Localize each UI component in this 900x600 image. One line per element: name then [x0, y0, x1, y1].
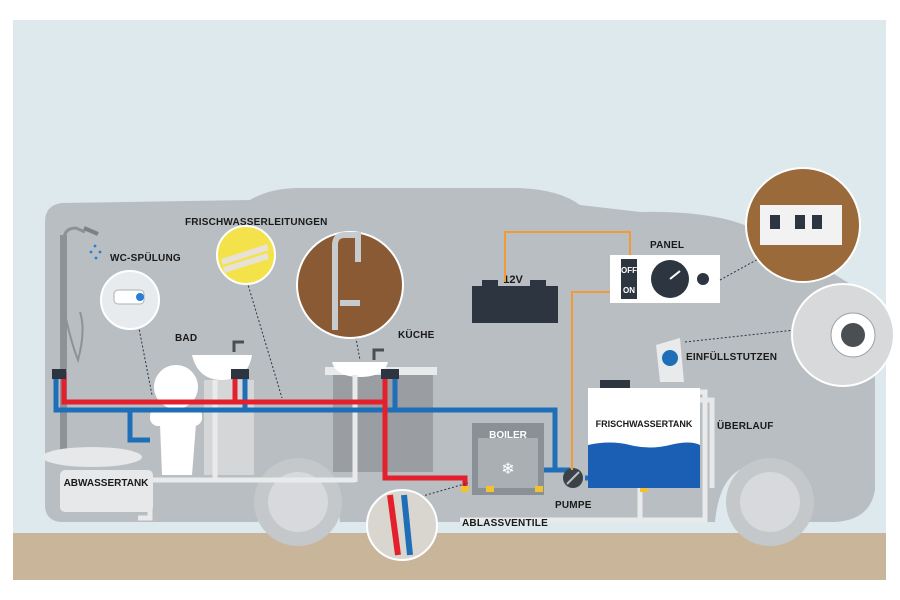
power-cable [504, 231, 631, 470]
tap-fittings [52, 369, 399, 379]
drain-valves [461, 486, 648, 492]
battery-label: 12V [503, 274, 523, 286]
abwassertank: ABWASSERTANK [60, 470, 153, 512]
toilet-icon [150, 365, 202, 475]
drain-valves-photo [366, 489, 438, 561]
waste-water-pipes [70, 375, 708, 523]
shower [42, 226, 142, 467]
control-panel: OFF ON [610, 255, 720, 303]
shower-head-icon [83, 226, 102, 260]
battery-12v: 12V [472, 274, 558, 323]
pumpe-label: PUMPE [555, 500, 592, 511]
boiler-label: BOILER [489, 430, 528, 441]
frischwassertank-label: FRISCHWASSERTANK [596, 419, 693, 429]
pipes-photo [216, 225, 276, 285]
cold-water-pipe [53, 372, 570, 490]
front-wheel [726, 458, 814, 546]
kitchen-sink-icon [332, 348, 388, 377]
kueche-label: KÜCHE [398, 330, 435, 341]
pump-icon [563, 468, 583, 488]
panel-photo [745, 167, 861, 283]
panel-label: PANEL [650, 240, 685, 251]
wc-spuelung-label: WC-SPÜLUNG [110, 253, 181, 264]
einfuellstutzen-label: EINFÜLLSTUTZEN [686, 352, 778, 363]
bad-label: BAD [175, 333, 198, 344]
overflow-pipe [700, 397, 715, 488]
abwassertank-label: ABWASSERTANK [64, 478, 150, 489]
frischwassertank: FRISCHWASSERTANK [588, 380, 700, 488]
ablassventile-label: ABLASSVENTILE [462, 518, 548, 529]
frost-icon: ❄ [501, 461, 514, 478]
boiler: BOILER ❄ [472, 423, 544, 495]
rear-wheel [254, 458, 342, 546]
wc-flush-photo [100, 270, 160, 330]
switch-off-label: OFF [621, 266, 637, 275]
switch-on-label: ON [623, 286, 635, 295]
kitchen-tap-photo [296, 231, 404, 339]
frischwasserleitungen-label: FRISCHWASSERLEITUNGEN [185, 217, 328, 228]
filler-photo [791, 283, 895, 387]
ground [13, 533, 886, 580]
ueberlauf-label: ÜBERLAUF [717, 421, 774, 432]
fill-inlet-icon [656, 338, 684, 410]
